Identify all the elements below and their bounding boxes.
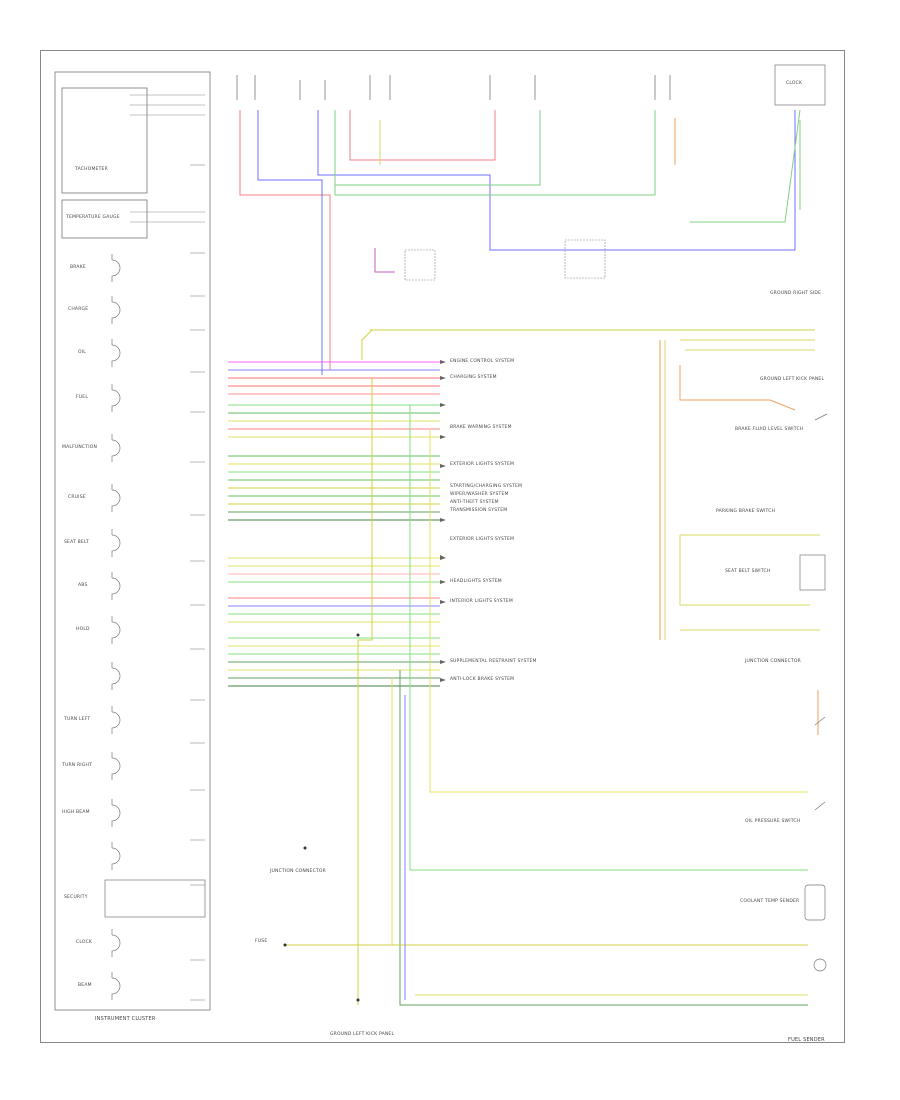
bulb-icon [111, 799, 121, 827]
component-clock: CLOCK [786, 81, 803, 86]
system-ref-5: WIPER/WASHER SYSTEM [450, 492, 509, 497]
component-junction: JUNCTION CONNECTOR [745, 659, 801, 664]
system-ref-12: ANTI-LOCK BRAKE SYSTEM [450, 677, 515, 682]
relay-box [799, 554, 826, 591]
indicator-label-tachometer: TACHOMETER [75, 167, 108, 172]
system-ref-0: ENGINE CONTROL SYSTEM [450, 359, 515, 364]
system-ref-11: SUPPLEMENTAL RESTRAINT SYSTEM [450, 659, 537, 664]
bulb-icon [111, 706, 121, 734]
system-ref-6: ANTI-THEFT SYSTEM [450, 500, 499, 505]
component-coolant-temp: COOLANT TEMP SENDER [740, 899, 800, 904]
indicator-label-turn-right: TURN RIGHT [62, 763, 93, 768]
wire-purple [374, 248, 395, 273]
indicator-label-fuel: FUEL [76, 395, 89, 400]
diagram-frame [40, 50, 845, 1043]
bulb-icon [111, 434, 121, 462]
bulb-icon [111, 929, 121, 957]
bulb-icon [111, 842, 121, 870]
system-ref-2: BRAKE WARNING SYSTEM [450, 425, 512, 430]
bulb-icon [111, 296, 121, 324]
wire-green [334, 110, 541, 186]
clock-box [774, 64, 826, 106]
system-ref-9: HEADLIGHTS SYSTEM [450, 579, 502, 584]
bulb-icon [111, 752, 121, 780]
bulb-icon [111, 339, 121, 367]
component-ground-right: GROUND RIGHT SIDE [770, 291, 822, 296]
bulb-icon [111, 616, 121, 644]
indicator-label-oil: OIL [78, 350, 86, 355]
indicator-label-cruise: CRUISE [68, 495, 86, 500]
component-ground-left-kick: GROUND LEFT KICK PANEL [760, 377, 825, 382]
sender-box [804, 884, 826, 921]
system-ref-7: TRANSMISSION SYSTEM [450, 508, 508, 513]
wire-red [349, 110, 496, 161]
indicator-label-high-beam: HIGH BEAM [62, 810, 90, 815]
bulb-icon [111, 662, 121, 690]
system-ref-10: INTERIOR LIGHTS SYSTEM [450, 599, 513, 604]
bulb-icon [111, 484, 121, 512]
indicator-label-seat-belt: SEAT BELT [64, 540, 89, 545]
indicator-label-clock: CLOCK [76, 940, 93, 945]
component-parking-brake: PARKING BRAKE SWITCH [716, 509, 776, 514]
bottom-fuse-label: FUSE [255, 939, 268, 944]
fuel-sender-label: FUEL SENDER [788, 1037, 825, 1043]
indicator-label-beam: BEAM [78, 983, 92, 988]
component-oil-pressure: OIL PRESSURE SWITCH [745, 819, 801, 824]
component-seat-belt: SEAT BELT SWITCH [725, 569, 771, 574]
bulb-icon [111, 529, 121, 557]
bottom-ground-label: GROUND LEFT KICK PANEL [330, 1032, 395, 1037]
indicator-label-security: SECURITY [64, 895, 88, 900]
indicator-label-abs: ABS [78, 583, 88, 588]
bulb-icon [111, 972, 121, 1000]
system-ref-1: CHARGING SYSTEM [450, 375, 497, 380]
ground-symbol-icon [813, 958, 827, 972]
system-ref-4: STARTING/CHARGING SYSTEM [450, 484, 523, 489]
indicator-label-brake: BRAKE [70, 265, 86, 270]
wire-blue [257, 110, 323, 375]
indicator-label-temp-gauge: TEMPERATURE GAUGE [66, 215, 120, 220]
indicator-label-turn-left: TURN LEFT [64, 717, 91, 722]
system-ref-8: EXTERIOR LIGHTS SYSTEM [450, 537, 515, 542]
indicator-label-malfunction: MALFUNCTION [62, 445, 98, 450]
security-box [104, 879, 206, 918]
bottom-junction-label: JUNCTION CONNECTOR [270, 869, 326, 874]
bulb-icon [111, 572, 121, 600]
wire-green [334, 110, 656, 196]
wire-red [239, 110, 331, 370]
tachometer-box [61, 87, 148, 194]
cluster-title: INSTRUMENT CLUSTER [95, 1016, 156, 1022]
component-brake-fluid: BRAKE FLUID LEVEL SWITCH [735, 427, 804, 432]
bulb-icon [111, 254, 121, 282]
cluster-box [54, 71, 211, 1011]
system-ref-3: EXTERIOR LIGHTS SYSTEM [450, 462, 515, 467]
temp-gauge-box [61, 199, 148, 239]
wire-green [690, 109, 801, 223]
indicator-label-hold: HOLD [76, 627, 90, 632]
bulb-icon [111, 384, 121, 412]
wire-blue [317, 110, 796, 251]
indicator-label-charge: CHARGE [68, 307, 89, 312]
